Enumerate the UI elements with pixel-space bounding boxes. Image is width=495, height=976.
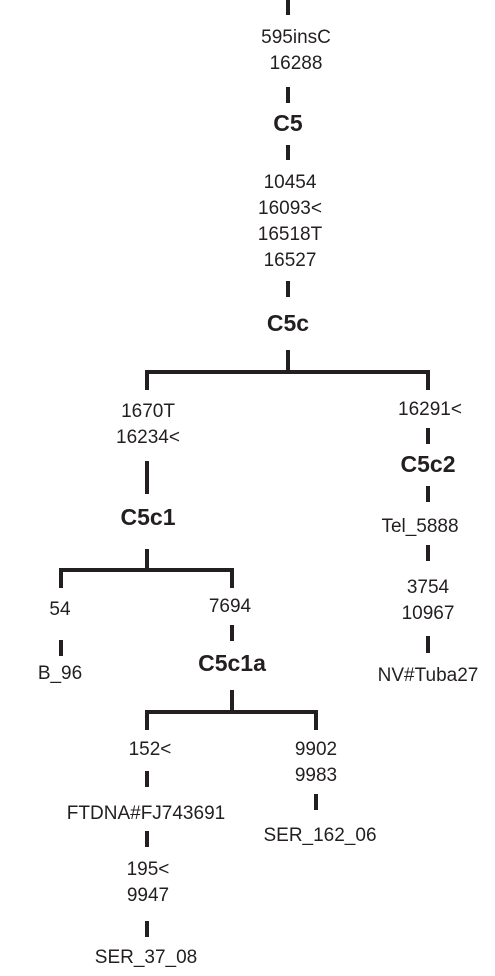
sample-nv-tuba27: NV#Tuba27	[377, 665, 479, 686]
haplogroup-c5c: C5c	[266, 310, 310, 336]
mutation-label: 152<	[128, 739, 172, 760]
mutation-label: 16527	[263, 250, 317, 271]
mutation-label: 195<	[126, 859, 170, 880]
haplogroup-c5: C5	[273, 110, 303, 136]
haplogroup-c5c2: C5c2	[400, 451, 456, 477]
mutation-label: 16093<	[258, 198, 322, 219]
c5c1-mutations: 1670T 16234<	[116, 399, 180, 451]
root-mutations: 595insC 16288	[261, 25, 331, 77]
haplogroup-c5c1: C5c1	[120, 504, 176, 530]
c5c2-sub-mutations: 3754 10967	[402, 575, 455, 627]
ser162-mutations: 9902 9983	[295, 737, 337, 789]
c5c1a-mutations: 7694	[209, 594, 251, 620]
mutation-label: 3754	[406, 577, 450, 598]
mutation-label: 595insC	[261, 27, 331, 48]
sample-tel-5888: Tel_5888	[381, 516, 459, 537]
mutation-label: 10967	[401, 603, 455, 624]
mutation-label: 7694	[208, 596, 252, 617]
mutation-label: 16234<	[116, 427, 180, 448]
sample-ser-37-08: SER_37_08	[94, 947, 198, 968]
haplogroup-c5c1a: C5c1a	[198, 650, 266, 676]
sample-ftdna-fj743691: FTDNA#FJ743691	[66, 803, 226, 824]
b96-mutations: 54	[49, 597, 70, 623]
sample-ser-162-06: SER_162_06	[263, 825, 377, 846]
mutation-label: 16518T	[257, 224, 323, 245]
c5c-mutations: 10454 16093< 16518T 16527	[258, 170, 322, 274]
c5c2-mutations: 16291<	[398, 397, 462, 423]
ftdna-mutations: 152<	[129, 737, 172, 763]
mutation-label: 9902	[294, 739, 338, 760]
mutation-label: 9983	[294, 765, 338, 786]
mutation-label: 10454	[263, 172, 317, 193]
mutation-label: 54	[49, 599, 71, 620]
mutation-label: 16288	[269, 53, 323, 74]
ser37-mutations: 195< 9947	[127, 857, 170, 909]
mutation-label: 9947	[126, 885, 170, 906]
sample-b-96: B_96	[37, 663, 83, 684]
mutation-label: 16291<	[398, 399, 462, 420]
mutation-label: 1670T	[121, 401, 175, 422]
